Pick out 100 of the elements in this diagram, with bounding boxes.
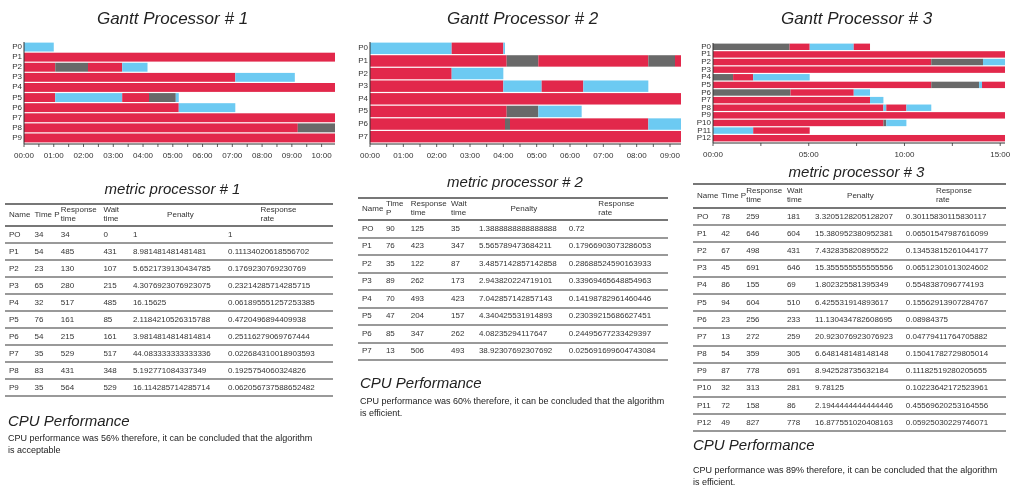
tick-label: 15:00 bbox=[989, 151, 1012, 159]
table-cell: 0.05925030229746071 bbox=[905, 418, 989, 427]
table-cell: 44.083333333333336 bbox=[132, 349, 211, 358]
table-cell: 485 bbox=[60, 247, 75, 256]
table-cell: 0.06501547987616099 bbox=[905, 229, 989, 238]
table-cell: 305 bbox=[786, 350, 801, 359]
table-cell: 0.17966903073286053 bbox=[568, 242, 652, 251]
axis-label: P0 bbox=[357, 44, 368, 53]
table-cell: 604 bbox=[786, 229, 801, 238]
table-cell: P6 bbox=[9, 332, 19, 341]
axis-label: P6 bbox=[700, 88, 711, 97]
table-cell: 493 bbox=[410, 294, 425, 303]
table-cell: 83 bbox=[34, 366, 44, 375]
table-cell: 259 bbox=[746, 212, 760, 221]
table-cell: 0.24495677233429397 bbox=[568, 329, 652, 338]
axis-label: P8 bbox=[700, 103, 711, 112]
table-cell: 0 bbox=[103, 230, 108, 239]
table-cell: 256 bbox=[746, 315, 760, 324]
table-cell: PO bbox=[362, 224, 374, 233]
table-cell: 8.942528735632184 bbox=[815, 367, 889, 376]
axis-label: P3 bbox=[11, 73, 22, 82]
table-title: metric processor # 1 bbox=[103, 179, 242, 199]
table-cell: 778 bbox=[746, 367, 760, 376]
table-cell: 47 bbox=[385, 312, 395, 321]
table-cell: P6 bbox=[362, 329, 372, 338]
table-cell: 23 bbox=[34, 264, 44, 273]
table-cell: P2 bbox=[697, 246, 707, 255]
table-cell: 13 bbox=[385, 347, 395, 356]
table-cell: 0.022684310018903593 bbox=[228, 349, 315, 358]
tick-label: 00:00 bbox=[702, 151, 724, 159]
table-cell: P1 bbox=[9, 247, 19, 256]
table-cell: 272 bbox=[746, 332, 760, 341]
column-header: Penalty bbox=[510, 204, 538, 214]
tick-label: 10:00 bbox=[310, 152, 333, 160]
table-cell: 69 bbox=[786, 281, 796, 290]
tick-label: 02:00 bbox=[425, 152, 448, 160]
table-cell: 20.923076923076923 bbox=[815, 332, 893, 341]
table-cell: 157 bbox=[451, 312, 465, 321]
table-cell: P8 bbox=[697, 350, 707, 359]
tick-label: 01:00 bbox=[392, 152, 415, 160]
table-cell: 35 bbox=[451, 224, 460, 233]
tick-label: 08:00 bbox=[251, 152, 274, 160]
table-cell: 173 bbox=[451, 277, 465, 286]
tick-label: 04:00 bbox=[492, 152, 515, 160]
column-header: Response rate bbox=[935, 187, 973, 205]
tick-label: 09:00 bbox=[280, 152, 303, 160]
table-cell: 604 bbox=[746, 298, 760, 307]
table-cell: 8.981481481481481 bbox=[132, 247, 207, 256]
tick-label: 03:00 bbox=[102, 152, 125, 160]
table-cell: 646 bbox=[786, 264, 801, 273]
table-cell: P2 bbox=[9, 264, 19, 273]
table-cell: 54 bbox=[721, 350, 731, 359]
table-cell: 2.1944444444444446 bbox=[815, 401, 893, 410]
axis-label: P10 bbox=[695, 118, 711, 127]
paragraph: CPU performance was 89% therefore, it can be concluded that the algorithm is efficient. bbox=[693, 465, 999, 489]
table-cell: 65 bbox=[34, 281, 44, 290]
table-cell: 16.15625 bbox=[132, 298, 167, 307]
table-cell: 4.08235294117647 bbox=[478, 329, 548, 338]
table-cell: 67 bbox=[721, 246, 731, 255]
column-header: Name bbox=[697, 191, 719, 201]
column-header: Name bbox=[362, 204, 384, 214]
table-cell: 215 bbox=[103, 281, 117, 290]
column-header: Wait time bbox=[103, 206, 121, 224]
table-cell: 431 bbox=[103, 247, 117, 256]
axis-label: P0 bbox=[11, 43, 22, 52]
table-cell: 2.1184210526315788 bbox=[132, 315, 211, 324]
table-cell: P12 bbox=[697, 418, 712, 427]
tick-label: 00:00 bbox=[13, 152, 35, 160]
axis-label: P0 bbox=[700, 42, 711, 51]
table-cell: 691 bbox=[786, 367, 801, 376]
column-header: Time P bbox=[34, 210, 60, 220]
table-cell: P3 bbox=[697, 264, 707, 273]
axis-label: P4 bbox=[357, 94, 368, 103]
table-cell: P1 bbox=[697, 229, 707, 238]
table-cell: 7.042857142857143 bbox=[478, 294, 553, 303]
axis-label: P6 bbox=[357, 120, 368, 129]
table-cell: 0.061895551257253385 bbox=[228, 298, 315, 307]
axis-label: P3 bbox=[700, 65, 711, 74]
table-cell: 54 bbox=[34, 247, 44, 256]
table-cell: 510 bbox=[786, 298, 801, 307]
table-cell: P3 bbox=[9, 281, 19, 290]
table-cell: 3.9814814814814814 bbox=[132, 332, 211, 341]
table-cell: 4.340425531914893 bbox=[478, 312, 553, 321]
tick-label: 06:00 bbox=[191, 152, 214, 160]
tick-label: 00:00 bbox=[359, 152, 381, 160]
column-header: Response time bbox=[410, 200, 448, 218]
table-cell: 76 bbox=[385, 242, 395, 251]
table-cell: 4.3076923076923075 bbox=[132, 281, 211, 290]
table-cell: 3.4857142857142858 bbox=[478, 259, 557, 268]
table-cell: P5 bbox=[9, 315, 19, 324]
table-cell: 281 bbox=[786, 384, 801, 393]
table-cell: P3 bbox=[362, 277, 372, 286]
tick-label: 09:00 bbox=[659, 152, 681, 160]
table-cell: 78 bbox=[721, 212, 731, 221]
tick-label: 05:00 bbox=[161, 152, 184, 160]
table-cell: 348 bbox=[103, 366, 117, 375]
table-cell: 0.14198782961460446 bbox=[568, 294, 652, 303]
table-cell: 0.72 bbox=[568, 224, 585, 233]
table-cell: 215 bbox=[60, 332, 75, 341]
table-cell: 87 bbox=[451, 259, 460, 268]
